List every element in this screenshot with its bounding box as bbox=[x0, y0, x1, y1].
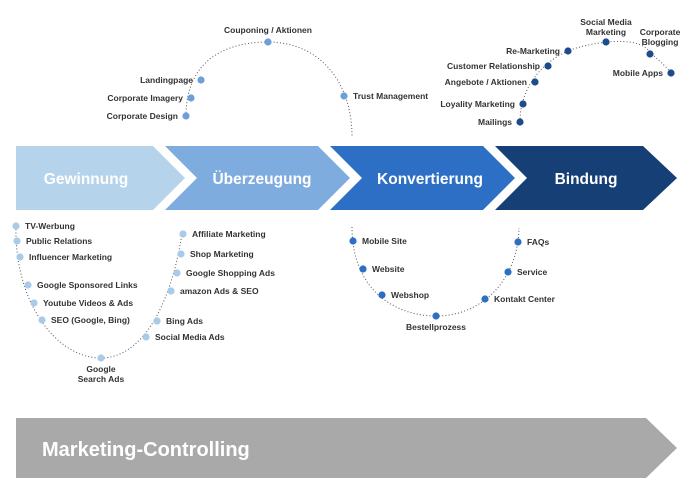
gewinnung-dot bbox=[12, 222, 20, 230]
gewinnung-item-label-line2: Search Ads bbox=[78, 374, 125, 384]
konvertierung-item-label: Service bbox=[517, 267, 548, 277]
konvertierung-item-label: Kontakt Center bbox=[494, 294, 556, 304]
bindung-item-label: Social Media bbox=[580, 17, 632, 27]
bindung-item-label: Corporate bbox=[640, 27, 681, 37]
gewinnung-item-label: Affiliate Marketing bbox=[192, 229, 266, 239]
stage-arrow-bindung bbox=[495, 146, 677, 210]
gewinnung-item-label: Influencer Marketing bbox=[29, 252, 112, 262]
bindung-dot bbox=[531, 78, 539, 86]
stage-arrow-ueberzeugung bbox=[165, 146, 350, 210]
ueberzeugung-dot bbox=[182, 112, 190, 120]
konvertierung-dot bbox=[481, 295, 489, 303]
konvertierung-item-label: Website bbox=[372, 264, 405, 274]
gewinnung-items: TV-Werbung Public Relations Influencer M… bbox=[12, 221, 275, 384]
gewinnung-item-label: amazon Ads & SEO bbox=[180, 286, 259, 296]
ueberzeugung-dot bbox=[340, 92, 348, 100]
gewinnung-dot bbox=[13, 237, 21, 245]
gewinnung-item-label: Youtube Videos & Ads bbox=[43, 298, 133, 308]
controlling-arrow bbox=[16, 418, 677, 478]
ueberzeugung-item-label: Landingpage bbox=[140, 75, 193, 85]
gewinnung-dot bbox=[30, 299, 38, 307]
gewinnung-dot bbox=[16, 253, 24, 261]
konvertierung-item-label: FAQs bbox=[527, 237, 549, 247]
stage-label-konvertierung: Konvertierung bbox=[377, 171, 483, 188]
konvertierung-dot bbox=[432, 312, 440, 320]
bindung-item-label-line2: Marketing bbox=[586, 27, 626, 37]
bindung-dot bbox=[667, 69, 675, 77]
gewinnung-dot bbox=[97, 354, 105, 362]
stage-arrow-konvertierung bbox=[330, 146, 515, 210]
bindung-dot bbox=[544, 62, 552, 70]
bindung-item-label: Mobile Apps bbox=[613, 68, 663, 78]
bindung-item-label: Mailings bbox=[478, 117, 512, 127]
gewinnung-dot bbox=[38, 316, 46, 324]
bindung-dot bbox=[519, 100, 527, 108]
bindung-dot bbox=[646, 50, 654, 58]
konvertierung-dot bbox=[504, 268, 512, 276]
bindung-dot bbox=[602, 38, 610, 46]
konvertierung-item-label: Bestellprozess bbox=[406, 322, 466, 332]
gewinnung-dot bbox=[177, 250, 185, 258]
stage-label-ueberzeugung: Überzeugung bbox=[212, 171, 311, 188]
gewinnung-item-label: SEO (Google, Bing) bbox=[51, 315, 130, 325]
bindung-dot bbox=[516, 118, 524, 126]
stage-arrow-gewinnung bbox=[16, 146, 185, 210]
gewinnung-item-label: Public Relations bbox=[26, 236, 92, 246]
ueberzeugung-item-label: Corporate Imagery bbox=[107, 93, 183, 103]
bindung-dot bbox=[564, 47, 572, 55]
bindung-item-label: Customer Relationship bbox=[447, 61, 540, 71]
ueberzeugung-dot bbox=[264, 38, 272, 46]
konvertierung-dot bbox=[359, 265, 367, 273]
gewinnung-dot bbox=[179, 230, 187, 238]
ueberzeugung-trail bbox=[185, 41, 353, 138]
gewinnung-dot bbox=[24, 281, 32, 289]
ueberzeugung-dot bbox=[187, 94, 195, 102]
gewinnung-item-label: Shop Marketing bbox=[190, 249, 254, 259]
konvertierung-dot bbox=[514, 238, 522, 246]
ueberzeugung-item-label: Couponing / Aktionen bbox=[224, 25, 312, 35]
gewinnung-item-label: Google Shopping Ads bbox=[186, 268, 275, 278]
konvertierung-dot bbox=[349, 237, 357, 245]
konvertierung-item-label: Mobile Site bbox=[362, 236, 407, 246]
ueberzeugung-dot bbox=[197, 76, 205, 84]
bindung-items: Mailings Loyality Marketing Angebote / A… bbox=[440, 17, 680, 127]
ueberzeugung-items: Corporate Design Corporate Imagery Landi… bbox=[107, 25, 429, 121]
ueberzeugung-item-label: Trust Management bbox=[353, 91, 428, 101]
ueberzeugung-item-label: Corporate Design bbox=[107, 111, 178, 121]
gewinnung-item-label: Google Sponsored Links bbox=[37, 280, 138, 290]
stage-label-bindung: Bindung bbox=[555, 171, 618, 188]
konvertierung-dot bbox=[378, 291, 386, 299]
bindung-item-label: Angebote / Aktionen bbox=[445, 77, 527, 87]
gewinnung-dot bbox=[167, 287, 175, 295]
stage-label-gewinnung: Gewinnung bbox=[44, 171, 128, 188]
gewinnung-dot bbox=[142, 333, 150, 341]
bindung-item-label-line2: Blogging bbox=[642, 37, 679, 47]
bindung-item-label: Loyality Marketing bbox=[440, 99, 515, 109]
bindung-item-label: Re-Marketing bbox=[506, 46, 560, 56]
gewinnung-item-label: Google bbox=[86, 364, 116, 374]
konvertierung-items: Mobile Site Website Webshop Bestellproze… bbox=[349, 236, 556, 332]
gewinnung-item-label: TV-Werbung bbox=[25, 221, 75, 231]
gewinnung-dot bbox=[153, 317, 161, 325]
gewinnung-item-label: Bing Ads bbox=[166, 316, 203, 326]
konvertierung-item-label: Webshop bbox=[391, 290, 429, 300]
gewinnung-item-label: Social Media Ads bbox=[155, 332, 225, 342]
gewinnung-dot bbox=[173, 269, 181, 277]
controlling-label: Marketing-Controlling bbox=[42, 439, 250, 461]
